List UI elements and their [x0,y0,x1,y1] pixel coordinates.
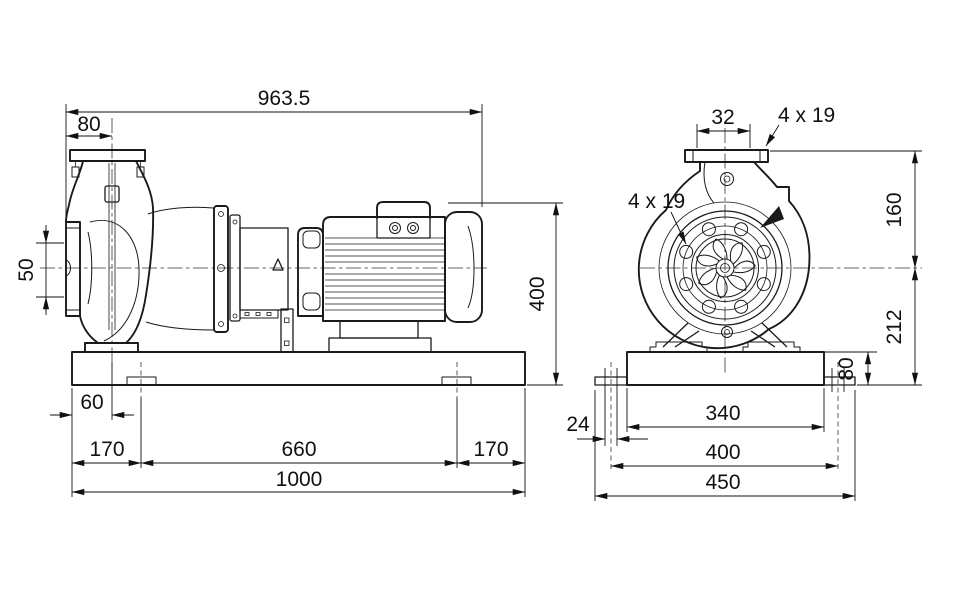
motor-support-block [328,337,432,353]
dim-edge-to-centerline: 60 [50,388,526,497]
dim-label-base-width: 340 [705,402,740,425]
impeller [694,238,757,300]
dim-label-suction-flange-holes: 4 x 19 [628,190,685,213]
callout-suction-flange-holes: 4 x 19 [628,190,687,245]
casing-legs [649,322,801,353]
dim-label-flange-offset: 80 [77,113,100,136]
flange-bolt-holes [679,222,771,314]
motor-foot [339,320,419,339]
dim-label-center-to-base: 212 [883,309,906,344]
dim-base-height: 80 [824,351,922,386]
dim-label-discharge-flange-width: 32 [711,106,734,129]
volute-casing-side [65,149,215,353]
dim-label-overall-width: 450 [705,471,740,494]
coupling-guard [239,227,289,319]
dim-overall-length: 963.5 [65,87,483,216]
suction-flange-side [65,221,81,317]
dim-label-foot-hole-span: 400 [705,441,740,464]
dim-label-base-length: 1000 [276,468,323,491]
bearing-bracket-side [213,205,241,333]
dim-label-foot-slot-width: 24 [566,413,590,436]
dim-label-discharge-height: 160 [883,192,906,227]
direction-arrow-icon [272,258,284,271]
vent-plug-icon [720,172,734,186]
suction-flange-end [667,210,783,326]
dim-discharge-flange-width: 32 [696,106,751,148]
discharge-flange-end [684,149,769,163]
rotation-arrow-icon [760,206,784,228]
dim-flange-offset: 80 [65,113,113,140]
cable-gland-icon [389,222,401,234]
dim-label-edge-to-centerline: 60 [80,391,103,414]
dim-foot-slot-width: 24 [566,413,648,443]
dim-base-length: 1000 [71,468,526,496]
dim-label-foot-hole-right: 170 [473,438,508,461]
dim-heights: 160 212 [770,150,922,386]
dim-label-base-height: 80 [835,357,858,380]
side-view: 963.5 80 50 400 60 [15,87,563,497]
end-view: 32 4 x 19 4 x 19 160 212 80 [566,104,922,501]
dim-label-discharge-flange-holes: 4 x 19 [778,104,835,127]
cable-gland-icon [407,222,419,234]
dim-label-suction-port: 50 [15,258,38,281]
dim-label-foot-hole-left: 170 [89,438,124,461]
motor-end-cap [444,211,483,323]
terminal-box [376,201,431,239]
pump-casing-end [637,149,811,350]
motor-side [297,201,483,353]
dim-label-overall-length: 963.5 [258,87,311,110]
drain-plug-icon [721,326,733,338]
dim-foot-holes: 170 660 170 [71,438,526,467]
baseplate-end [594,351,856,470]
baseplate-side [71,351,526,468]
motor-fins [325,237,444,311]
support-strut [280,308,294,353]
dim-suction-port: 50 [15,225,64,315]
dim-widths: 340 400 450 [594,388,856,501]
dim-height-above-base: 400 [448,202,563,386]
callout-discharge-flange-holes: 4 x 19 [765,104,835,147]
dim-label-foot-hole-spacing: 660 [281,438,316,461]
dim-label-height-above-base: 400 [526,276,549,311]
